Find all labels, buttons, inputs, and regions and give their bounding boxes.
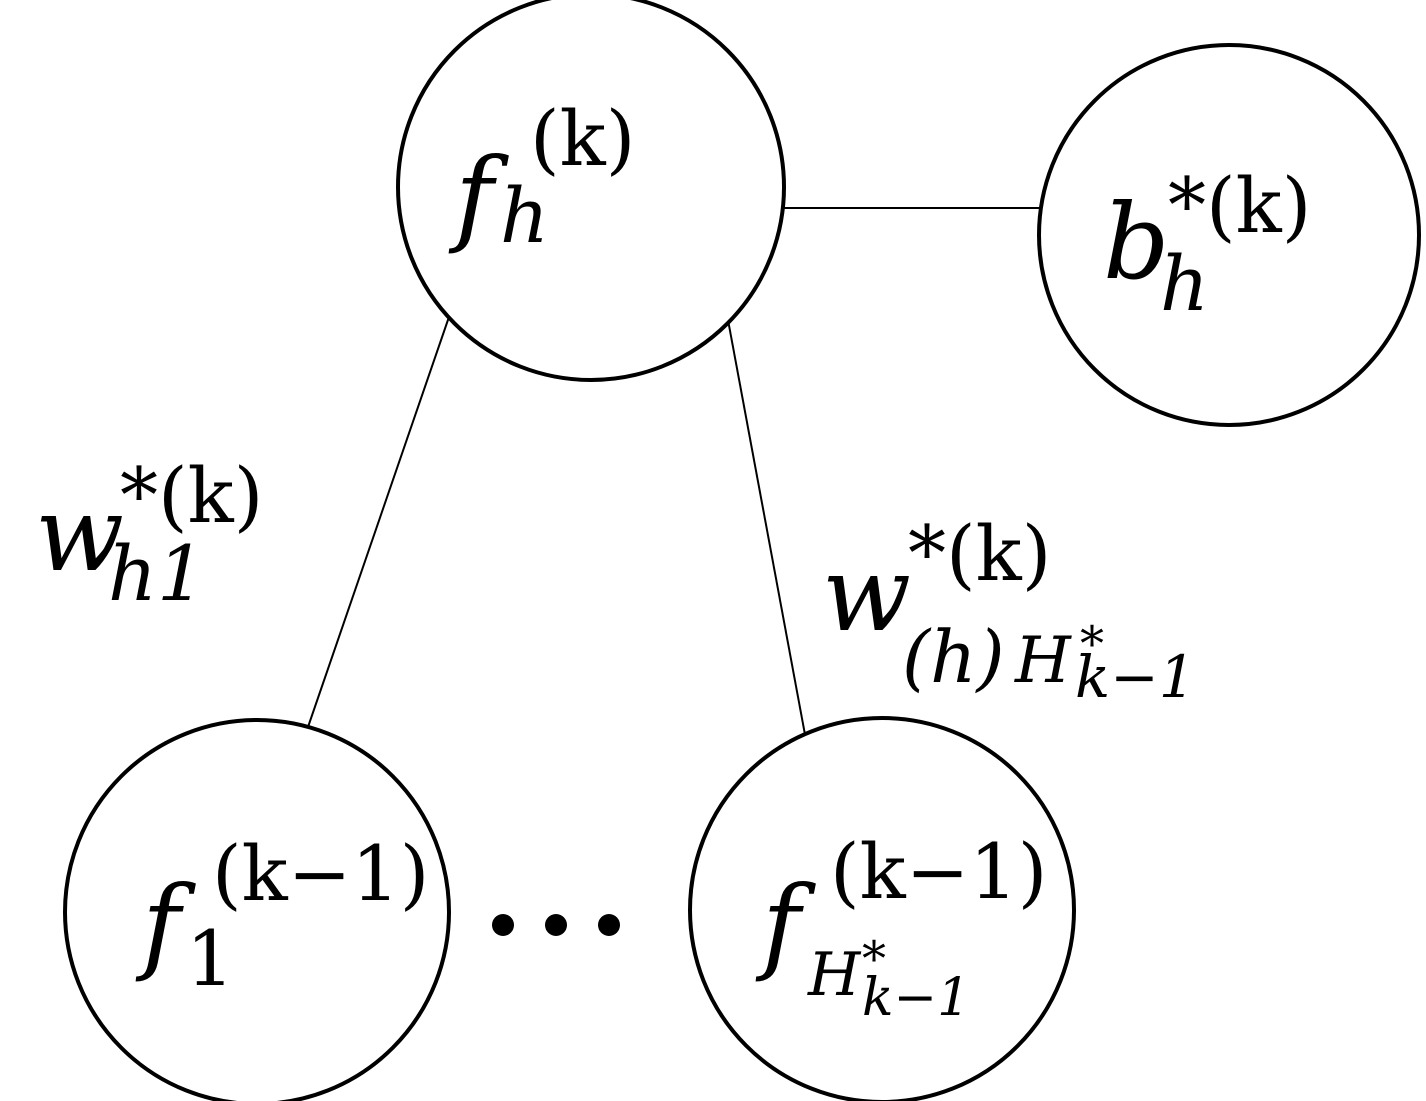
edge-label-w-hH-subscript-prefix: (h) xyxy=(902,615,1005,699)
node-f-H-km1-superscript: (k−1) xyxy=(830,827,1047,916)
edge-label-w-h1: w *(k) h1 xyxy=(35,451,268,618)
node-b-h-k-superscript: *(k) xyxy=(1168,161,1311,250)
node-b-h-k-label: b *(k) h xyxy=(1103,161,1316,328)
node-b-h-k-subscript: h xyxy=(1160,239,1209,328)
node-b-h-k-base: b xyxy=(1103,181,1170,303)
edge-label-w-h1-text: w *(k) h1 xyxy=(35,451,268,618)
node-f-1-km1-subscript: 1 xyxy=(186,914,234,1003)
edge-label-w-hH-base: w xyxy=(822,533,911,655)
node-f-1-km1: f (k−1) 1 xyxy=(63,718,451,1101)
node-f-h-k-circle xyxy=(396,0,786,382)
edge-label-w-hH-subscript-sub: k−1 xyxy=(1075,643,1196,711)
node-f-H-km1-subscript-sub: k−1 xyxy=(862,968,970,1028)
node-b-h-k: b *(k) h xyxy=(1037,43,1421,427)
ellipsis-dot xyxy=(598,914,620,936)
ellipsis-dot xyxy=(545,914,567,936)
node-f-H-km1-circle xyxy=(688,716,1076,1101)
node-f-h-k-superscript: (k) xyxy=(530,94,635,183)
node-f-1-km1-circle xyxy=(63,718,451,1101)
node-f-H-km1-subscript-star: * xyxy=(862,931,886,987)
node-f-h-k: f (k) h xyxy=(396,0,786,382)
edge-label-w-h1-superscript: *(k) xyxy=(120,451,263,540)
node-f-H-km1-subscript-main: H xyxy=(807,940,862,1010)
node-b-h-k-circle xyxy=(1037,43,1421,427)
edge-fh-to-fH xyxy=(727,319,807,741)
edge-fh-to-f1 xyxy=(307,313,451,728)
node-f-H-km1: f (k−1) H * k−1 xyxy=(688,716,1076,1101)
edge-label-w-hH-subscript-main: H xyxy=(1014,624,1072,698)
edge-label-w-hH-text: w *(k) (h) H * k−1 xyxy=(822,509,1196,711)
node-f-1-km1-superscript: (k−1) xyxy=(212,829,429,918)
edge-label-w-hH-superscript: *(k) xyxy=(908,509,1051,598)
ellipsis xyxy=(492,914,620,936)
ellipsis-dot xyxy=(492,914,514,936)
edge-label-w-h1-base: w xyxy=(35,473,124,595)
node-f-h-k-subscript: h xyxy=(500,171,549,260)
edge-label-w-hH-subscript-star: * xyxy=(1080,616,1104,672)
edge-label-w-h1-subscript: h1 xyxy=(108,529,205,618)
edge-label-w-hH: w *(k) (h) H * k−1 xyxy=(822,509,1196,711)
